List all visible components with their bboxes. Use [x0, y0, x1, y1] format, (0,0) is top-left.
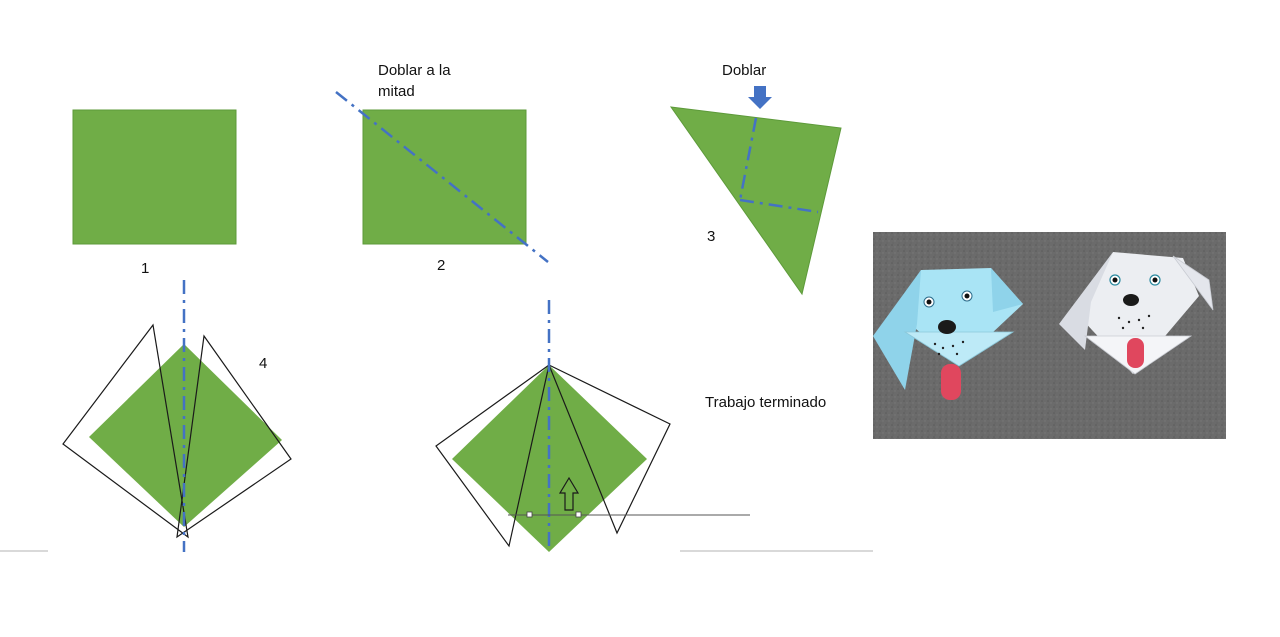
finished-origami-dogs-photo — [873, 232, 1226, 439]
step5-right-ear-outline — [547, 363, 671, 535]
step-number-1: 1 — [141, 260, 150, 277]
fold-half-label: Doblar a la mitad — [378, 62, 451, 100]
fold-label: Doblar — [722, 62, 767, 79]
step3-horizontal-fold-line — [739, 198, 819, 214]
step-number-4: 4 — [259, 355, 268, 372]
step5-guide-handle-right — [575, 511, 582, 518]
blue-origami-dog — [873, 268, 1023, 400]
step-number-3: 3 — [707, 228, 716, 245]
step-number-2: 2 — [437, 257, 446, 274]
up-arrow-outline-icon — [558, 476, 580, 511]
step4-green-diamond — [89, 344, 282, 527]
white-origami-dog — [1059, 252, 1214, 375]
step5-guide-handle-left — [526, 511, 533, 518]
step4-left-ear-outline — [62, 323, 189, 539]
step3-green-triangle — [669, 106, 842, 296]
finished-work-label: Trabajo terminado — [705, 394, 827, 411]
step1-green-square — [72, 109, 237, 245]
step5-left-ear-outline — [435, 363, 550, 548]
step4-right-ear-outline — [176, 334, 292, 539]
step3-vertical-fold-line — [738, 117, 758, 201]
down-arrow-icon — [748, 86, 772, 109]
